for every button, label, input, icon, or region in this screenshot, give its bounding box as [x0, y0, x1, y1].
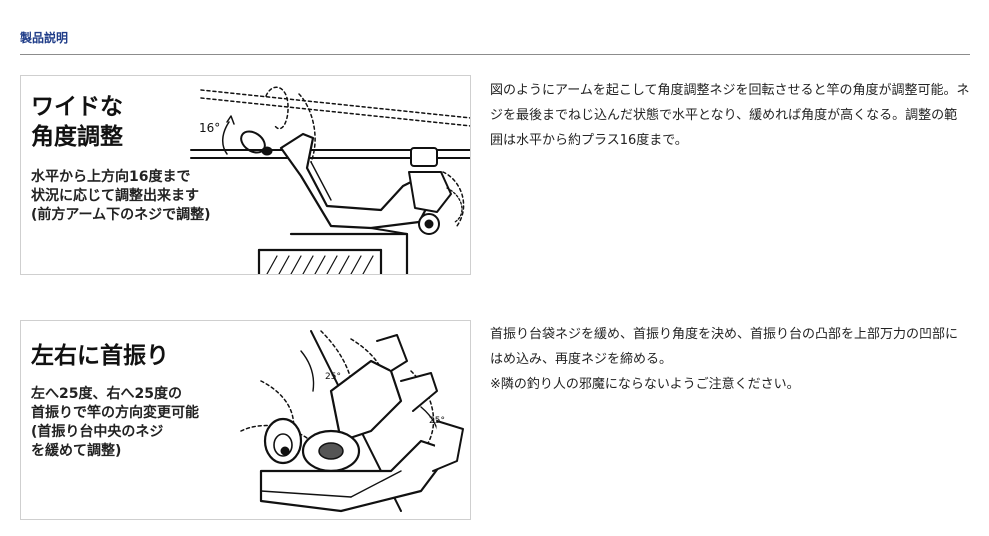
- swivel-angle-label-left: 25°: [325, 372, 341, 382]
- swivel-note: 左へ25度、右へ25度の 首振りで竿の方向変更可能 (首振り台中央のネジ を緩め…: [31, 386, 199, 459]
- angle-label-16: 16°: [199, 121, 220, 135]
- angle-adjust-heading: ワイドな 角度調整: [31, 94, 123, 150]
- swivel-description: 首振り台袋ネジを緩め、首振り角度を決め、首振り台の凸部を上部万力の凹部にはめ込み…: [490, 322, 970, 397]
- swivel-figure: 左右に首振り 左へ25度、右へ25度の 首振りで竿の方向変更可能 (首振り台中央…: [20, 320, 471, 520]
- angle-adjust-description: 図のようにアームを起こして角度調整ネジを回転させると竿の角度が調整可能。ネジを最…: [490, 78, 970, 153]
- description-paragraph: 首振り台袋ネジを緩め、首振り角度を決め、首振り台の凸部を上部万力の凹部にはめ込み…: [490, 327, 959, 367]
- swivel-heading: 左右に首振り: [31, 343, 169, 369]
- caution-note: ※隣の釣り人の邪魔にならないようご注意ください。: [490, 377, 800, 392]
- section-title: 製品説明: [20, 31, 69, 45]
- section-divider: [20, 54, 970, 55]
- description-paragraph: 図のようにアームを起こして角度調整ネジを回転させると竿の角度が調整可能。ネジを最…: [490, 83, 970, 148]
- angle-adjust-figure: ワイドな 角度調整 水平から上方向16度まで 状況に応じて調整出来ます (前方ア…: [20, 75, 471, 275]
- angle-adjust-note: 水平から上方向16度まで 状況に応じて調整出来ます (前方アーム下のネジで調整): [31, 169, 211, 223]
- rod-holder-angle-illustration: 16°: [190, 86, 470, 274]
- rod-holder-swivel-illustration: 25° 25°: [240, 330, 464, 513]
- swivel-angle-label-right: 25°: [429, 416, 445, 426]
